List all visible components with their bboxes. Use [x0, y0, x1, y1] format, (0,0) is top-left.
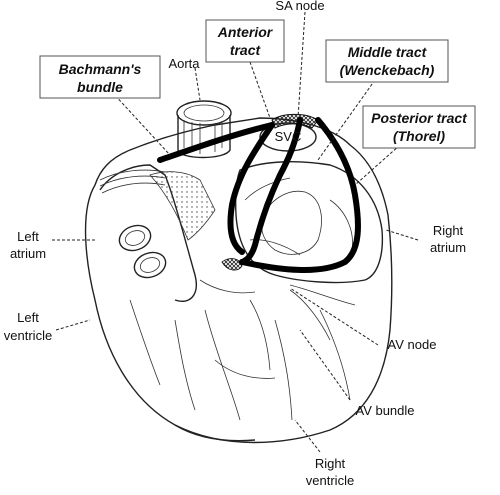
posterior-tract-label-line2: (Thorel): [393, 128, 445, 144]
left-ventricle-label-line1: Left: [17, 310, 39, 325]
right-ventricle-label-line2: ventricle: [306, 473, 354, 488]
middle-tract-label-line2: (Wenckebach): [340, 62, 435, 78]
pulmonary-veins: [118, 224, 167, 279]
aorta-vessel: [176, 100, 232, 159]
right-atrium-cavity: [234, 161, 384, 284]
anterior-tract-box: [205, 19, 285, 63]
sa-node-region: [271, 113, 319, 129]
middle-tract-label-line1: Middle tract: [348, 44, 428, 60]
av-node-label: AV node: [388, 337, 437, 352]
posterior-tract-label-line1: Posterior tract: [371, 110, 468, 126]
text-labels: SA node Anterior tract Aorta Bachmann's …: [4, 0, 468, 488]
av-bundle-path: [289, 289, 331, 341]
ventricle-surface-lines: [129, 279, 356, 421]
left-atrium-label-line2: atrium: [10, 246, 46, 261]
right-atrium-label-line2: atrium: [430, 240, 466, 255]
label-boxes: [39, 19, 476, 149]
av-bundle-label: AV bundle: [355, 403, 414, 418]
left-atrium-label-line1: Left: [17, 229, 39, 244]
middle-tract-box: [325, 39, 449, 83]
fossa-ovalis: [261, 190, 322, 255]
heart-illustration: [84, 100, 393, 444]
aorta-label: Aorta: [168, 56, 200, 71]
left-ventricle-label-line2: ventricle: [4, 328, 52, 343]
right-ventricle-label-line1: Right: [315, 456, 346, 471]
av-node-region: [221, 258, 243, 271]
bachmanns-bundle-stripes: [99, 169, 166, 194]
internodal-tracts: [157, 117, 361, 273]
posterior-tract-box: [362, 105, 476, 149]
bachmanns-bundle-box: [39, 55, 161, 99]
bachmanns-bundle-tract: [157, 122, 275, 163]
anterior-tract-label-line2: tract: [230, 42, 262, 58]
posterior-tract-path: [239, 117, 361, 273]
septum-region: [149, 171, 216, 241]
heart-bottom-apex: [174, 424, 256, 442]
svc-label: SVC: [275, 129, 302, 144]
bachmanns-bundle-label-line1: Bachmann's: [59, 61, 142, 77]
sa-node-label: SA node: [275, 0, 324, 13]
middle-tract-path: [239, 117, 303, 265]
bachmanns-bundle-label-line2: bundle: [77, 79, 123, 95]
anterior-tract-label-line1: Anterior: [217, 24, 274, 40]
right-atrium-label-line1: Right: [433, 223, 464, 238]
anterior-tract-path: [227, 122, 275, 255]
leader-lines: [52, 11, 419, 453]
heart-outline: [84, 117, 393, 444]
